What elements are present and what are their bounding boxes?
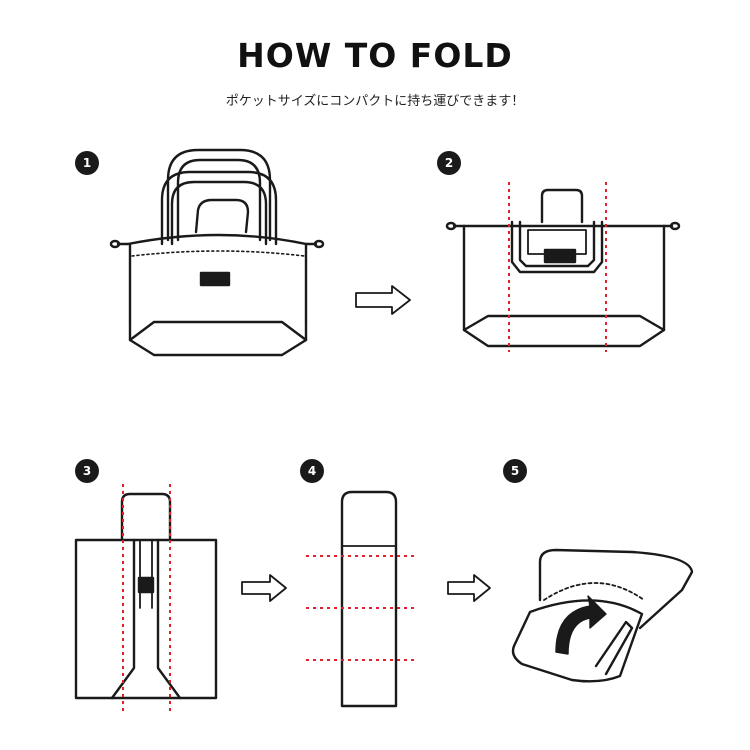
step-1-bag-illustration	[109, 148, 325, 357]
fold-guide-lines	[122, 182, 607, 714]
step-badge-3: 3	[75, 459, 99, 483]
next-arrow-3	[241, 574, 287, 602]
next-arrow-4	[447, 574, 491, 602]
step-4-bag-illustration	[340, 490, 398, 708]
next-arrow-1	[355, 285, 411, 315]
step-badge-5: 5	[503, 459, 527, 483]
step-badge-2: 2	[437, 151, 461, 175]
page-subtitle: ポケットサイズにコンパクトに持ち運びできます！	[225, 94, 525, 109]
step-badge-4: 4	[300, 459, 324, 483]
step-badge-1: 1	[75, 151, 99, 175]
tuck-arrow-icon	[555, 595, 607, 655]
page-title: HOW TO FOLD	[237, 36, 513, 75]
step-5-pouch-illustration	[511, 548, 694, 683]
step-2-bag-illustration	[445, 188, 681, 348]
step-3-bag-illustration	[74, 492, 218, 700]
